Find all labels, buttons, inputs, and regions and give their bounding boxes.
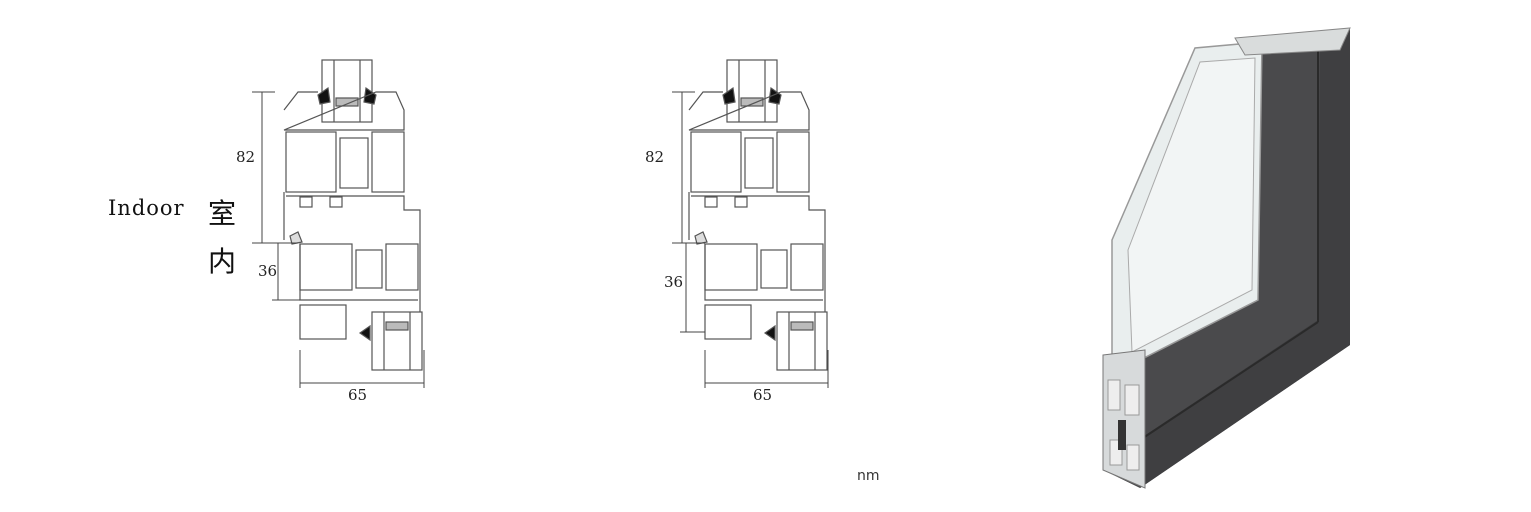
- window-frame-photo: [1102, 27, 1351, 489]
- indoor-cn-label-2: 内: [208, 245, 237, 278]
- dimension-lines-left: [252, 91, 425, 388]
- profile-drawing-right: [672, 59, 829, 388]
- dimension-width-left: 65: [348, 386, 368, 404]
- dimension-height-top-left: 82: [236, 148, 256, 166]
- dimension-height-bottom-left: 36: [258, 262, 278, 280]
- unit-label: nm: [857, 468, 880, 484]
- dimension-height-top-right: 82: [645, 148, 665, 166]
- dimension-height-bottom-right: 36: [664, 273, 684, 291]
- dimension-lines-right: [672, 91, 829, 388]
- dimension-width-right: 65: [753, 386, 773, 404]
- profile-drawing-left: [252, 59, 425, 388]
- indoor-label: Indoor: [108, 196, 185, 220]
- indoor-cn-label-1: 室: [208, 197, 237, 230]
